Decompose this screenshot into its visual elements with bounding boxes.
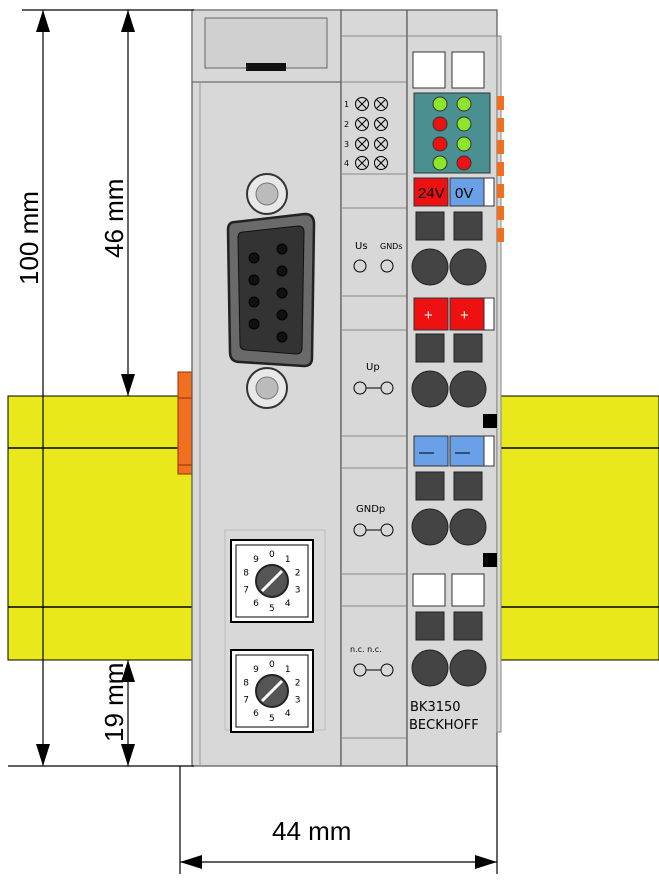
plus-label-1: + xyxy=(424,307,433,324)
dial-digit: 2 xyxy=(295,679,301,689)
dial-digit: 9 xyxy=(253,555,259,565)
us-label: Us xyxy=(355,241,368,252)
minus-label-2: — xyxy=(455,444,470,461)
led xyxy=(432,116,448,132)
dial-digit: 7 xyxy=(243,585,249,595)
dial-digit: 8 xyxy=(243,569,249,579)
label-0v: 0V xyxy=(455,185,473,202)
terminal-block-nc xyxy=(411,611,487,687)
dial-digit: 8 xyxy=(243,679,249,689)
dial-digit: 7 xyxy=(243,695,249,705)
led-label-4: 4 xyxy=(344,159,349,168)
nc-contacts xyxy=(353,663,394,677)
led-label-3: 3 xyxy=(344,140,349,149)
rotary-switch-units[interactable] xyxy=(230,649,314,733)
dim-height-lower: 19 mm xyxy=(99,663,129,742)
terminal-block-us xyxy=(411,211,487,286)
terminal-openings xyxy=(412,573,485,607)
side-contacts xyxy=(497,96,504,242)
plus-labels: + + xyxy=(413,297,495,331)
dial-digit: 1 xyxy=(285,665,291,675)
model-label: BK3150 xyxy=(410,700,461,715)
dim-width: 44 mm xyxy=(272,816,351,846)
led xyxy=(432,136,448,152)
dial-digit: 4 xyxy=(285,599,291,609)
led-symbol xyxy=(355,97,388,111)
dial-digit: 3 xyxy=(295,585,301,595)
led xyxy=(432,96,448,112)
minus-labels: — — xyxy=(413,435,495,467)
up-label: Up xyxy=(366,362,380,373)
dim-height-upper: 46 mm xyxy=(99,179,129,258)
led-label-2: 2 xyxy=(344,120,349,129)
led xyxy=(456,96,472,112)
gnds-label: GNDs xyxy=(380,242,403,251)
gndp-contacts xyxy=(353,523,394,537)
led xyxy=(456,136,472,152)
us-gnds-contacts xyxy=(353,259,394,273)
dial-digit: 9 xyxy=(253,665,259,675)
up-contacts xyxy=(353,381,394,395)
dial-digit: 5 xyxy=(269,604,275,614)
label-24v: 24V xyxy=(418,185,445,202)
dial-digit: 3 xyxy=(295,695,301,705)
dsub-connector xyxy=(226,173,316,409)
dial-digit: 1 xyxy=(285,555,291,565)
led xyxy=(456,155,472,171)
led xyxy=(456,116,472,132)
supply-labels: 24V 0V xyxy=(413,177,495,207)
dial-digit: 6 xyxy=(253,709,259,719)
rotary-switch-tens[interactable] xyxy=(230,539,314,623)
terminal-block-gndp xyxy=(411,471,497,567)
dial-digit: 4 xyxy=(285,709,291,719)
dial-digit: 0 xyxy=(269,660,275,670)
dial-digit: 6 xyxy=(253,599,259,609)
gndp-label: GNDp xyxy=(356,504,385,515)
dial-digit: 0 xyxy=(269,550,275,560)
led-panel xyxy=(413,92,491,174)
led xyxy=(432,155,448,171)
dim-height-total: 100 mm xyxy=(14,191,44,285)
minus-label-1: — xyxy=(419,444,434,461)
dial-digit: 5 xyxy=(269,714,275,724)
terminal-block-up xyxy=(411,333,497,428)
dimension-arrows xyxy=(36,10,497,869)
nc-label: n.c. n.c. xyxy=(350,645,382,654)
plus-label-2: + xyxy=(460,307,469,324)
led-symbols: 1 2 3 4 xyxy=(344,97,388,170)
led-label-1: 1 xyxy=(344,100,349,109)
dial-digit: 2 xyxy=(295,569,301,579)
brand-label: BECKHOFF xyxy=(409,718,479,733)
